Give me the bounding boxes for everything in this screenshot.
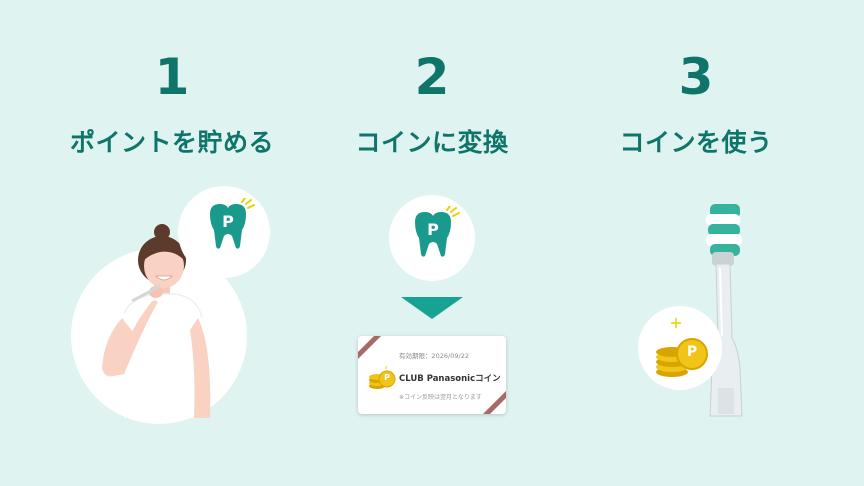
coupon-ribbon-top bbox=[358, 336, 384, 362]
toothbrush-head-illustration bbox=[706, 204, 743, 417]
point-badge-step-2-letter: P bbox=[427, 220, 439, 239]
coupon-expiry: 有効期限：2026/09/22 bbox=[399, 352, 469, 360]
point-badge-step-1-letter: P bbox=[222, 212, 234, 231]
coin-coupon-card: 有効期限：2026/09/22 P CLUB Panasonicコイン ※コイン… bbox=[358, 336, 506, 414]
coin-stack-icon bbox=[369, 366, 396, 389]
down-arrow-icon bbox=[401, 297, 463, 319]
tooth-point-icon bbox=[415, 206, 460, 257]
coupon-ribbon-bottom bbox=[480, 388, 506, 414]
coupon-coin-letter: P bbox=[384, 373, 390, 382]
tooth-point-icon bbox=[210, 198, 255, 249]
step-1-title: ポイントを貯める bbox=[69, 128, 274, 157]
step-2-title: コインに変換 bbox=[355, 128, 509, 157]
step-1-number: 1 bbox=[154, 48, 190, 106]
woman-brushing-teeth-illustration bbox=[102, 224, 211, 418]
coin-badge-letter: P bbox=[686, 344, 698, 360]
step-2-number: 2 bbox=[414, 48, 450, 106]
coupon-name: CLUB Panasonicコイン bbox=[399, 374, 501, 384]
step-3-title: コインを使う bbox=[619, 128, 773, 157]
coin-stack-icon bbox=[656, 318, 708, 377]
coupon-note: ※コイン反映は翌月となります bbox=[399, 394, 482, 401]
step-3-number: 3 bbox=[678, 48, 714, 106]
